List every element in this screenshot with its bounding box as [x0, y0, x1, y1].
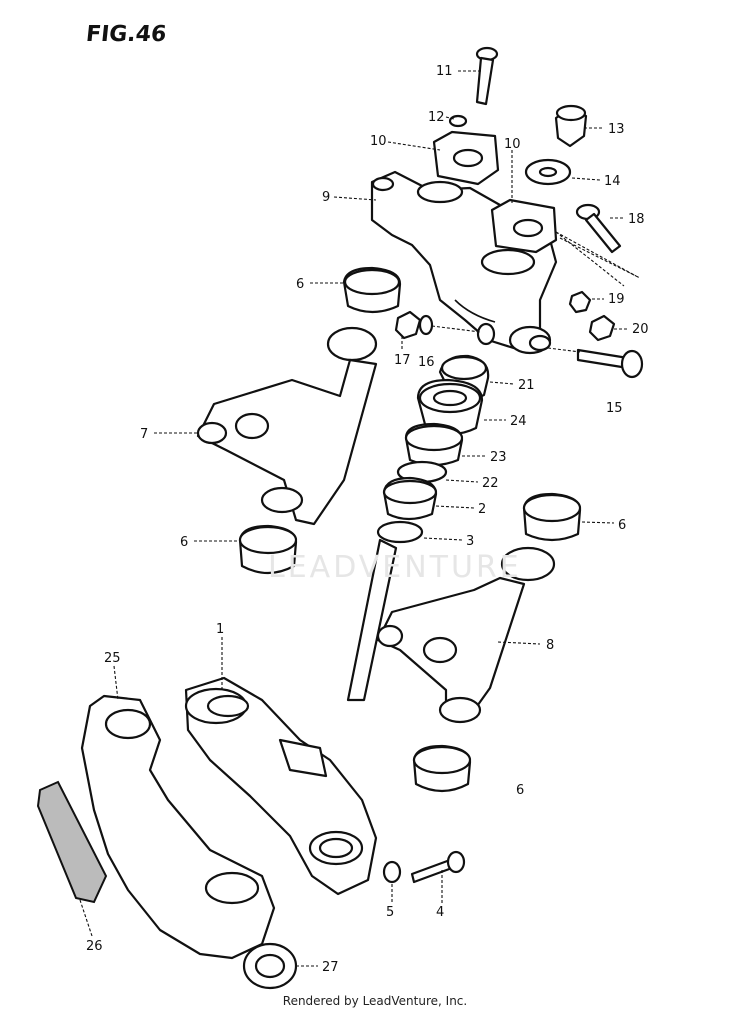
race-23 — [404, 422, 464, 467]
callout-labels: 11 12 13 10 10 14 9 18 6 19 20 17 16 15 … — [86, 64, 649, 975]
callout-20: 20 — [632, 322, 649, 337]
bearing-24 — [416, 378, 484, 436]
nut-20 — [588, 314, 616, 342]
footer-credit: Rendered by LeadVenture, Inc. — [282, 994, 468, 1008]
callout-18: 18 — [628, 212, 645, 227]
nut-17 — [394, 310, 422, 340]
callout-26: 26 — [86, 939, 103, 954]
callout-1: 1 — [216, 622, 224, 637]
bolt-15 — [576, 348, 644, 379]
leader-lines — [79, 70, 641, 967]
callout-22: 22 — [482, 476, 499, 491]
callout-3: 3 — [466, 534, 474, 549]
callout-15: 15 — [606, 401, 623, 416]
callout-8: 8 — [546, 638, 554, 653]
callout-14: 14 — [604, 174, 621, 189]
bushing-6-top — [342, 266, 402, 314]
callout-10-left: 10 — [370, 134, 387, 149]
washer-12 — [448, 114, 468, 128]
callout-24: 24 — [510, 414, 527, 429]
washer-3 — [376, 520, 424, 544]
bolt-11 — [475, 46, 499, 106]
callout-10-right: 10 — [504, 137, 521, 152]
bushing-6-right-bottom — [412, 744, 472, 793]
handlebar-holder-left — [432, 130, 500, 186]
callout-5: 5 — [386, 905, 394, 920]
headlight-bracket-right-8 — [376, 546, 556, 724]
callout-23: 23 — [490, 450, 507, 465]
callout-21: 21 — [518, 378, 535, 393]
callout-4: 4 — [436, 905, 444, 920]
headlight-bracket-left-7 — [196, 326, 378, 526]
stem-cover-25 — [80, 694, 276, 960]
callout-27: 27 — [322, 960, 339, 975]
cap-13 — [554, 104, 588, 148]
callout-2: 2 — [478, 502, 486, 517]
callout-13: 13 — [608, 122, 625, 137]
bolt-18 — [575, 203, 622, 254]
cap-27 — [242, 942, 298, 990]
callout-19: 19 — [608, 292, 625, 307]
bearing-2 — [382, 476, 438, 521]
callout-7: 7 — [140, 427, 148, 442]
callout-6-right-top: 6 — [618, 518, 626, 533]
washer-5 — [382, 860, 402, 884]
sleeve — [476, 322, 496, 346]
nut-19 — [568, 290, 592, 314]
callout-6-left: 6 — [180, 535, 188, 550]
bushing-6-left — [238, 524, 298, 575]
bolt-4 — [410, 850, 466, 884]
handlebar-holder-right — [490, 198, 558, 254]
washer-14 — [524, 158, 572, 186]
callout-12: 12 — [428, 110, 445, 125]
callout-25: 25 — [104, 651, 121, 666]
callout-16: 16 — [418, 355, 435, 370]
bushing-6-right-top — [522, 492, 582, 542]
callout-6-right-bottom: 6 — [516, 783, 524, 798]
callout-9: 9 — [322, 190, 330, 205]
watermark-text: LEADVENTURE — [268, 550, 522, 585]
callout-11: 11 — [436, 64, 453, 79]
callout-17: 17 — [394, 353, 411, 368]
figure-title: FIG.46 — [84, 22, 168, 47]
plate-26 — [36, 780, 108, 904]
washer-16 — [418, 314, 434, 336]
steering-stem-1 — [184, 538, 398, 896]
callout-6-top: 6 — [296, 277, 304, 292]
